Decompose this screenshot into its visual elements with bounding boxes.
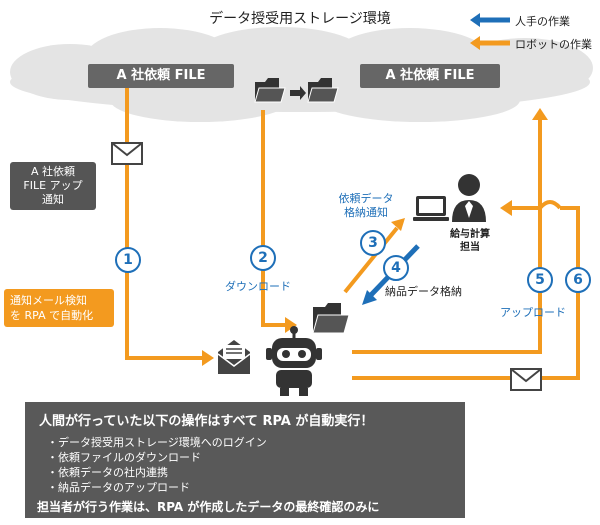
person-label: 給与計算 担当 bbox=[440, 228, 500, 254]
label-line: 給与計算 bbox=[450, 229, 490, 240]
deliver-store-label: 納品データ格納 bbox=[385, 285, 462, 298]
folder-icon bbox=[312, 303, 350, 334]
note-line: を RPA で自動化 bbox=[10, 309, 94, 322]
step-6-badge: 6 bbox=[565, 267, 591, 293]
step-2-badge: 2 bbox=[250, 245, 276, 271]
note-line: 通知メール検知 bbox=[10, 294, 87, 307]
storage-file-left: A 社依頼 FILE bbox=[88, 64, 234, 88]
summary-item: ・納品データのアップロード bbox=[47, 481, 190, 494]
request-notice-label: 依頼データ 格納通知 bbox=[331, 192, 401, 220]
step-1-badge: 1 bbox=[115, 247, 141, 273]
summary-heading: 人間が行っていた以下の操作はすべて RPA が自動実行！ bbox=[39, 414, 374, 429]
summary-list: ・データ授受用ストレージ環境へのログイン ・依頼ファイルのダウンロード ・依頼デ… bbox=[47, 435, 267, 495]
legend-manual-arrow bbox=[470, 13, 510, 27]
arrowhead-to-robot bbox=[202, 350, 214, 366]
folder-icon bbox=[254, 78, 286, 103]
summary-footer: 担当者が行う作業は、RPA が作成したデータの最終確認のみに bbox=[37, 500, 380, 514]
download-label: ダウンロード bbox=[225, 280, 291, 293]
note-line: A 社依頼 bbox=[30, 165, 76, 178]
automation-note: 通知メール検知 を RPA で自動化 bbox=[4, 289, 114, 327]
step-4-badge: 4 bbox=[383, 255, 409, 281]
upload-notification-note: A 社依頼 FILE アップ 通知 bbox=[10, 162, 96, 210]
arrowhead-to-storage bbox=[532, 108, 548, 120]
transfer-arrow bbox=[290, 86, 306, 100]
summary-panel: 人間が行っていた以下の操作はすべて RPA が自動実行！ ・データ授受用ストレー… bbox=[25, 402, 465, 518]
legend-manual-label: 人手の作業 bbox=[515, 15, 570, 28]
mail-icon bbox=[510, 368, 542, 391]
robot-flow-lines bbox=[125, 87, 580, 380]
legend-robot-label: ロボットの作業 bbox=[515, 38, 592, 51]
upload-label: アップロード bbox=[500, 306, 566, 319]
storage-file-right: A 社依頼 FILE bbox=[360, 64, 500, 88]
arrowhead-to-person bbox=[500, 200, 512, 216]
label-line: 担当 bbox=[460, 242, 480, 253]
open-mail-icon bbox=[217, 340, 251, 374]
laptop-icon bbox=[413, 196, 449, 221]
person-icon bbox=[452, 174, 486, 222]
folder-icon bbox=[307, 78, 339, 103]
summary-item: ・データ授受用ストレージ環境へのログイン bbox=[47, 436, 267, 449]
arrowhead-to-folder bbox=[285, 317, 297, 333]
legend-robot-arrow bbox=[470, 36, 510, 50]
step-5-badge: 5 bbox=[527, 267, 553, 293]
label-line: 格納通知 bbox=[344, 206, 388, 219]
arrowhead-to-pc bbox=[391, 218, 405, 231]
mail-icon bbox=[111, 142, 143, 165]
label-line: 依頼データ bbox=[338, 192, 394, 205]
robot-icon bbox=[266, 326, 322, 396]
diagram-title: データ授受用ストレージ環境 bbox=[209, 11, 391, 27]
note-line: FILE アップ bbox=[23, 179, 83, 192]
note-line: 通知 bbox=[42, 193, 64, 206]
summary-item: ・依頼データの社内連携 bbox=[47, 466, 168, 479]
summary-item: ・依頼ファイルのダウンロード bbox=[47, 451, 201, 464]
step-3-badge: 3 bbox=[360, 230, 386, 256]
